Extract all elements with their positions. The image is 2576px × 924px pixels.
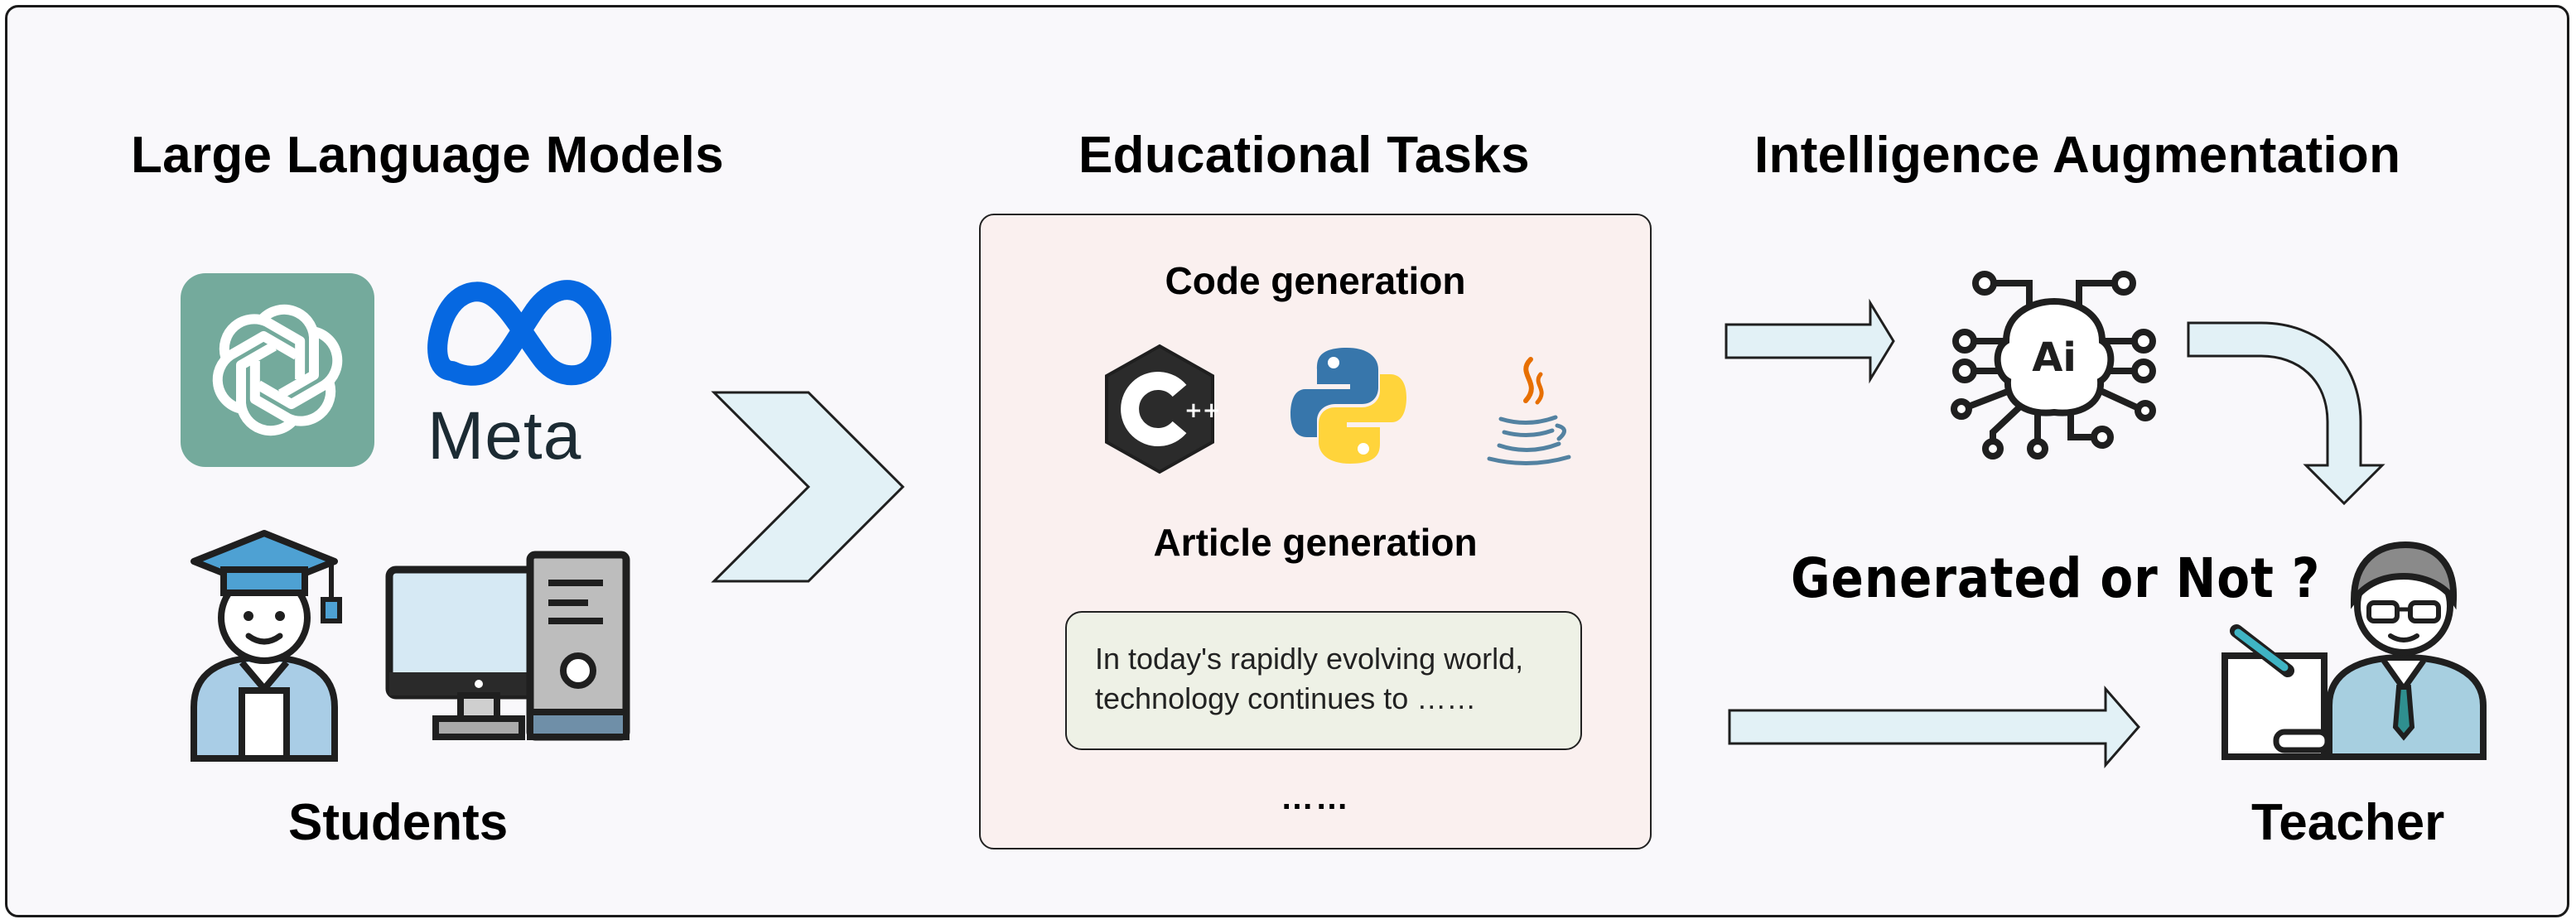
chevron-arrow — [711, 391, 905, 583]
meta-infinity-icon — [427, 280, 612, 386]
more-tasks-ellipsis: …… — [1281, 780, 1350, 816]
teacher-label: Teacher — [2251, 794, 2445, 851]
openai-logo-icon — [181, 273, 374, 467]
cpp-icon: ++ — [1105, 344, 1221, 474]
cpp-badge-text: ++ — [1184, 398, 1221, 423]
computer-icon — [385, 551, 630, 741]
arrow-to-teacher — [1728, 685, 2140, 769]
arrow-to-ai — [1725, 298, 1895, 384]
heading-educational-tasks: Educational Tasks — [1078, 127, 1530, 184]
python-icon — [1290, 348, 1406, 464]
article-snippet-box — [1065, 611, 1582, 750]
students-label: Students — [288, 794, 509, 851]
student-icon — [191, 530, 342, 762]
article-snippet-text: In today's rapidly evolving world, techn… — [1095, 642, 1524, 715]
meta-wordmark: Meta — [427, 398, 582, 474]
ai-chip-icon: Ai — [1951, 271, 2156, 460]
generated-question: Generated or Not ? — [1791, 546, 2321, 610]
curved-arrow-down — [2187, 321, 2385, 506]
article-generation-title: Article generation — [1153, 521, 1478, 564]
ai-chip-text: Ai — [2032, 334, 2077, 381]
heading-llm: Large Language Models — [131, 127, 724, 184]
code-generation-title: Code generation — [1165, 259, 1466, 302]
teacher-icon — [2221, 541, 2487, 760]
java-icon — [1487, 357, 1571, 465]
heading-intelligence-augmentation: Intelligence Augmentation — [1754, 127, 2401, 184]
